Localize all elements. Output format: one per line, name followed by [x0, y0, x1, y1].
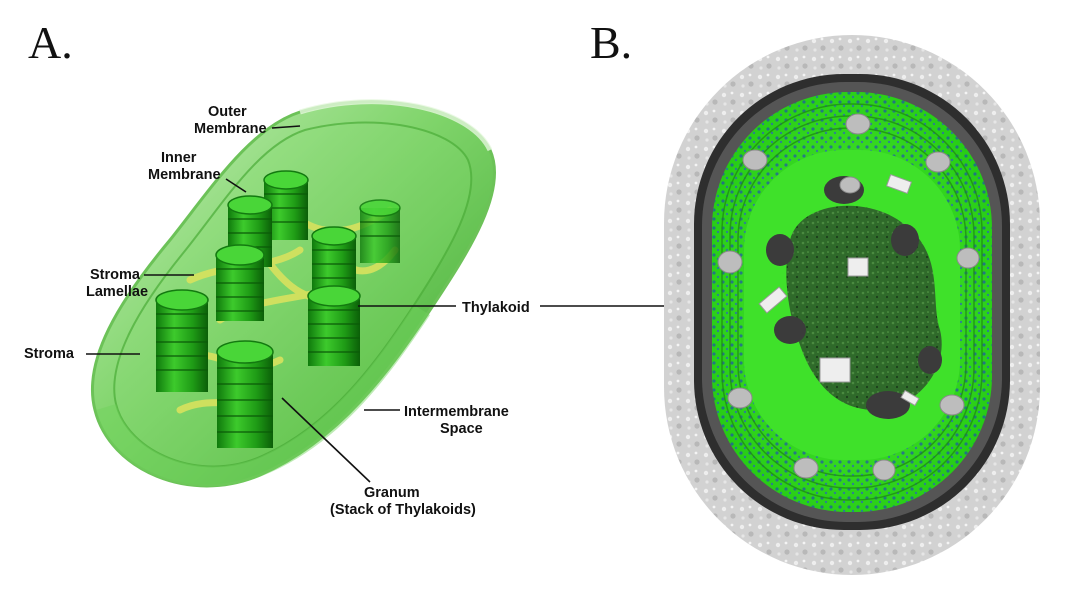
chloroplast-3d-illustration [92, 102, 494, 487]
svg-text:Membrane: Membrane [148, 167, 221, 183]
outer-membrane-line1: Outer [208, 104, 247, 120]
svg-text:(Stack of Thylakoids): (Stack of Thylakoids) [330, 502, 476, 518]
stroma-text: Stroma [24, 346, 75, 362]
chloroplast-cross-section [664, 35, 1040, 575]
granum-line1: Granum [364, 485, 420, 501]
stroma-lamellae-line1: Stroma [90, 267, 141, 283]
svg-text:Membrane: Membrane [194, 121, 267, 137]
panel-b-letter: B. [590, 17, 632, 68]
stroma-lamellae-line2: Lamellae [86, 284, 148, 300]
svg-text:Space: Space [440, 421, 483, 437]
thylakoid-text: Thylakoid [462, 300, 530, 316]
inner-membrane-line1: Inner [161, 150, 197, 166]
intermembrane-line1: Intermembrane [404, 404, 509, 420]
svg-text:Intermembrane: Intermembrane [404, 404, 509, 420]
inner-membrane-line2: Membrane [148, 167, 221, 183]
outer-membrane-line2: Membrane [194, 121, 267, 137]
svg-text:Outer: Outer [208, 104, 247, 120]
label-intermembrane-space: Intermembrane Space [364, 404, 509, 437]
svg-text:Lamellae: Lamellae [86, 284, 148, 300]
granum-line2: (Stack of Thylakoids) [330, 502, 476, 518]
intermembrane-line2: Space [440, 421, 483, 437]
panel-a-letter: A. [28, 17, 73, 68]
svg-text:Stroma: Stroma [90, 267, 141, 283]
svg-text:Granum: Granum [364, 485, 420, 501]
svg-text:Inner: Inner [161, 150, 197, 166]
